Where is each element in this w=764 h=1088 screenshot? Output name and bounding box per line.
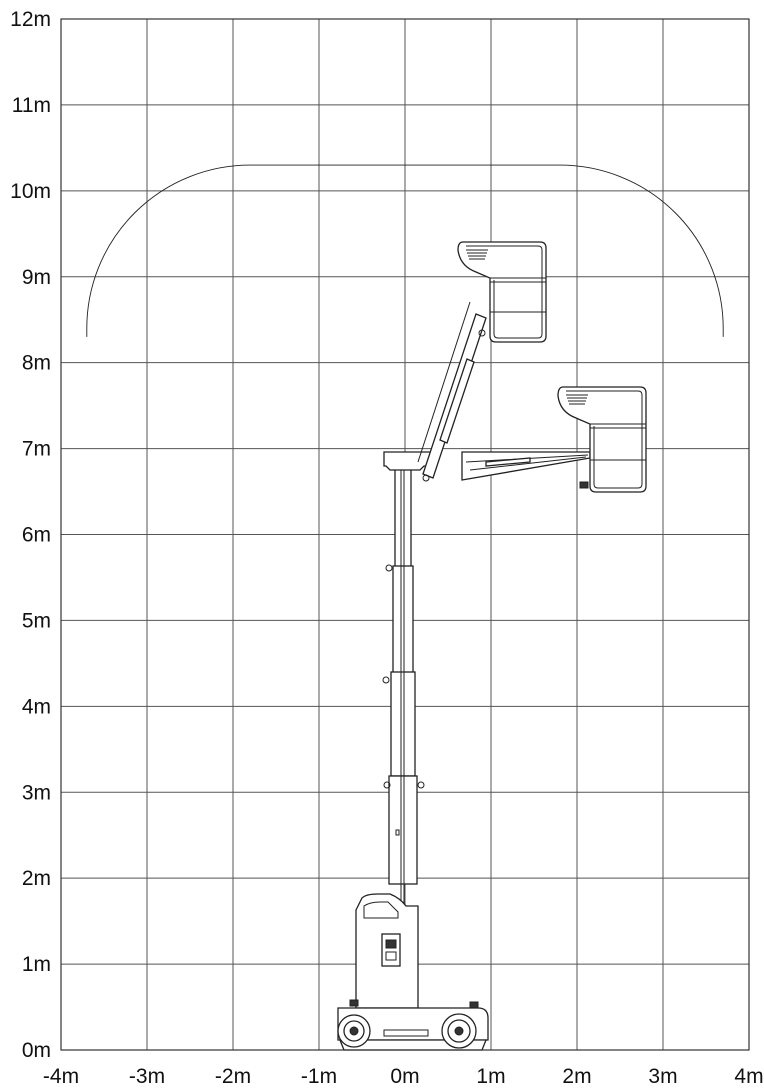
y-tick-label: 12m	[10, 8, 51, 31]
y-tick-label: 0m	[22, 1039, 51, 1062]
y-tick-label: 10m	[10, 180, 51, 203]
y-tick-label: 7m	[22, 438, 51, 461]
working-envelope-curve	[86, 164, 724, 337]
jib-arm-extended	[461, 451, 591, 481]
y-tick-label: 9m	[22, 266, 51, 289]
mast-section-3	[390, 671, 416, 777]
y-tick-label: 11m	[12, 94, 51, 117]
plot-frame	[60, 18, 750, 1051]
platform-extended	[557, 386, 647, 493]
mast-section-2	[392, 565, 414, 677]
lift-machine	[337, 241, 647, 1051]
mast-section-4	[388, 775, 418, 885]
control-panel-box	[381, 933, 401, 967]
y-tick-label: 5m	[22, 609, 51, 632]
x-tick-label: -1m	[301, 1065, 337, 1088]
x-tick-label: -3m	[129, 1065, 165, 1088]
y-tick-label: 8m	[22, 352, 51, 375]
y-axis-tick-labels: 0m 1m 2m 3m 4m 5m 6m 7m 8m 9m 10m 11m 12m	[10, 8, 51, 1062]
x-tick-label: -2m	[215, 1065, 251, 1088]
y-tick-label: 3m	[22, 781, 51, 804]
x-axis-tick-labels: -4m -3m -2m -1m 0m 1m 2m 3m 4m	[43, 1065, 764, 1088]
y-tick-label: 2m	[22, 867, 51, 890]
wheel-rear	[337, 1014, 371, 1048]
x-tick-label: 0m	[390, 1065, 419, 1088]
x-tick-label: 4m	[734, 1065, 763, 1088]
x-tick-label: -4m	[43, 1065, 79, 1088]
wheel-front	[441, 1013, 477, 1049]
y-tick-label: 1m	[22, 953, 51, 976]
jib-arm-raised	[417, 301, 487, 482]
x-tick-label: 1m	[476, 1065, 505, 1088]
platform-raised	[457, 241, 547, 343]
x-tick-label: 3m	[648, 1065, 677, 1088]
y-tick-label: 4m	[22, 695, 51, 718]
x-tick-label: 2m	[562, 1065, 591, 1088]
y-tick-label: 6m	[22, 524, 51, 547]
